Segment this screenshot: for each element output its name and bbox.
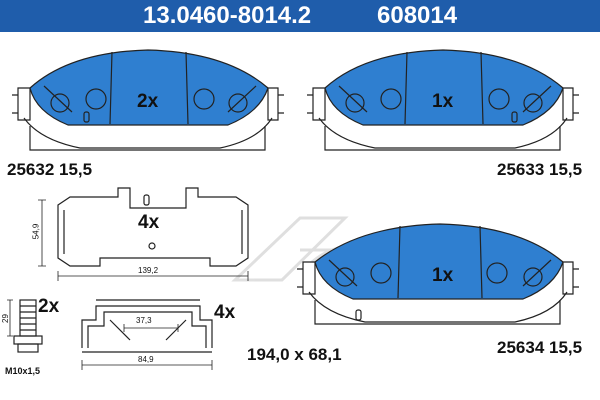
shim-width-dim: 139,2 [138, 266, 159, 275]
pad3-quantity: 1x [432, 265, 454, 286]
brake-pad-outer-right [307, 49, 579, 151]
part-number: 13.0460-8014.2 [143, 2, 312, 29]
shim-height-dim: 54,9 [31, 223, 41, 240]
pad2-quantity: 1x [432, 91, 454, 112]
clip-width-dim: 84,9 [138, 355, 154, 364]
clip-quantity: 4x [214, 302, 236, 323]
ref-number: 608014 [377, 2, 458, 29]
bolt-length-dim: 29 [0, 314, 10, 323]
brake-pad-outer-left [12, 49, 284, 151]
guide-bolt [7, 299, 43, 353]
pad-clip [81, 299, 213, 370]
shim-plate [38, 187, 249, 281]
shim-quantity: 4x [138, 212, 160, 233]
clip-inner-width-dim: 37,3 [136, 316, 152, 325]
header-bar: 13.0460-8014.2 608014 [0, 0, 600, 32]
pad-dimensions: 194,0 x 68,1 [247, 345, 342, 364]
bolt-quantity: 2x [38, 296, 60, 317]
pad2-code: 25633 15,5 [497, 160, 583, 179]
pad3-code: 25634 15,5 [497, 338, 583, 357]
pad1-quantity: 2x [137, 91, 159, 112]
bolt-thread: M10x1,5 [5, 366, 41, 376]
technical-drawing [7, 49, 579, 370]
pad1-code: 25632 15,5 [7, 160, 93, 179]
brake-pad-inner [297, 223, 579, 325]
